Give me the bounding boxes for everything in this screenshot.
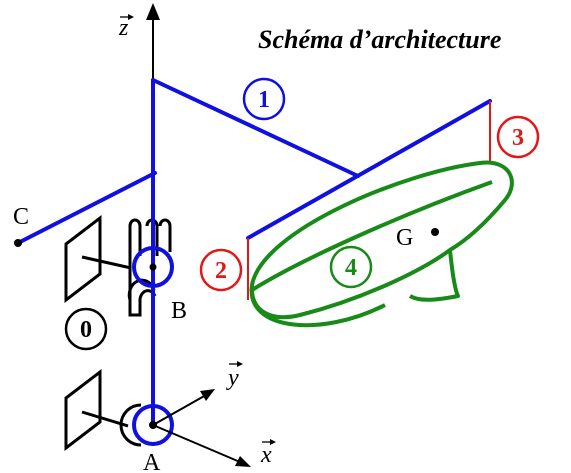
arm-part-1 <box>16 78 492 427</box>
y-axis-label: y <box>226 365 239 391</box>
joint-b <box>132 246 174 288</box>
svg-text:1: 1 <box>258 87 270 113</box>
badge-part-3: 3 <box>496 115 540 159</box>
z-axis-label: z <box>118 15 129 41</box>
hull-part-4 <box>249 160 514 328</box>
point-c-label: C <box>13 204 29 230</box>
point-b-label: B <box>171 298 187 324</box>
point-g-label: G <box>396 225 413 251</box>
svg-text:0: 0 <box>80 317 92 343</box>
x-axis-vector-mark <box>262 439 276 445</box>
red-fixtures <box>247 101 491 300</box>
z-axis: z <box>118 3 160 80</box>
point-g-dot <box>431 228 439 236</box>
point-a-label: A <box>143 450 161 473</box>
badge-part-4: 4 <box>329 245 373 289</box>
svg-text:4: 4 <box>345 255 357 281</box>
point-a-axes <box>152 389 251 467</box>
point-a-dot <box>149 421 157 429</box>
diagram-title: Schéma d’architecture <box>258 25 501 54</box>
x-axis-label: x <box>260 442 272 468</box>
point-b-dot <box>149 263 157 271</box>
badge-part-1: 1 <box>242 77 286 121</box>
ground-support-lower <box>64 368 142 452</box>
badge-part-0: 0 <box>64 307 108 351</box>
joint-a-ring <box>132 404 174 446</box>
svg-text:3: 3 <box>512 125 524 151</box>
point-c-dot <box>14 239 22 247</box>
badge-part-2: 2 <box>199 248 243 292</box>
svg-text:2: 2 <box>215 258 227 284</box>
y-axis-vector-mark <box>229 361 243 367</box>
